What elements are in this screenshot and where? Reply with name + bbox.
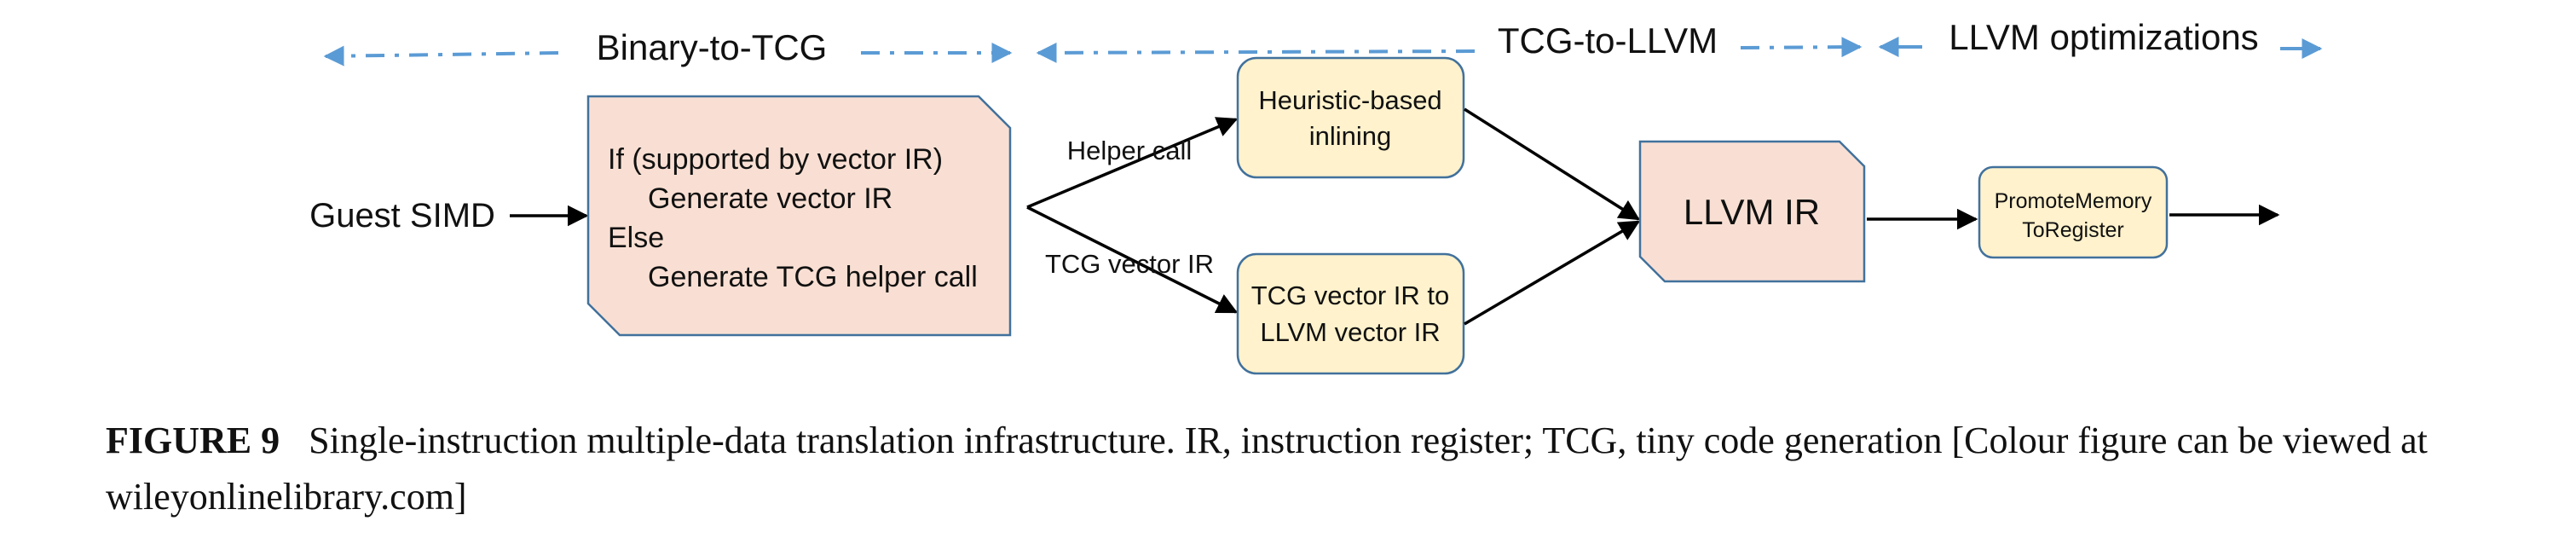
edge-label-helper-call: Helper call — [1067, 136, 1192, 165]
phase-line-right-arrow — [1740, 37, 1863, 58]
decision-line-else: Else — [608, 222, 664, 254]
phase-label-binary-to-tcg: Binary-to-TCG — [597, 27, 828, 67]
promote-line-1: PromoteMemory — [1995, 189, 2152, 213]
decision-box-shape — [586, 95, 1012, 337]
arrow-vector-conv-to-llvm-ir — [1464, 220, 1641, 326]
arrow-inlining-to-llvm-ir — [1464, 107, 1641, 221]
decision-line-if: If (supported by vector IR) — [608, 143, 943, 176]
phase-tcg-to-llvm: TCG-to-LLVM — [1036, 20, 1863, 63]
phase-binary-to-tcg: Binary-to-TCG — [323, 27, 1013, 67]
vector-conversion-box: TCG vector IR to LLVM vector IR — [1236, 252, 1465, 375]
vector-conversion-line-1: TCG vector IR to — [1251, 281, 1450, 310]
inlining-line-2: inlining — [1309, 121, 1392, 151]
inlining-box-shape — [1236, 56, 1465, 179]
caption-text: Single-instruction multiple-data transla… — [106, 420, 2428, 518]
inlining-line-1: Heuristic-based — [1258, 85, 1441, 115]
decision-box: If (supported by vector IR) Generate vec… — [586, 95, 1012, 337]
phase-line-left-arrow — [323, 45, 559, 67]
guest-simd-label: Guest SIMD — [309, 197, 495, 234]
llvm-ir-box-shape — [1638, 140, 1866, 283]
phase-label-llvm-optimizations: LLVM optimizations — [1949, 17, 2258, 57]
phase-llvm-optimizations: LLVM optimizations — [1878, 17, 2323, 59]
llvm-ir-label: LLVM IR — [1684, 192, 1820, 232]
llvm-ir-box: LLVM IR — [1638, 140, 1866, 283]
simd-translation-diagram: Binary-to-TCG TCG-to-LLVM LLVM optimizat… — [309, 17, 2323, 375]
branch-to-inlining — [1026, 117, 1239, 209]
promote-line-2: ToRegister — [2022, 218, 2124, 242]
promote-box-shape — [1978, 165, 2169, 259]
decision-line-helper: Generate TCG helper call — [648, 261, 978, 293]
decision-line-vector: Generate vector IR — [648, 182, 892, 215]
vector-conversion-line-2: LLVM vector IR — [1260, 317, 1440, 347]
branch-to-vector-conv — [1026, 205, 1239, 314]
phase-label-tcg-to-llvm: TCG-to-LLVM — [1498, 20, 1718, 61]
phase-line-left-arrow — [1036, 42, 1476, 63]
edge-label-tcg-vector-ir: TCG vector IR — [1045, 249, 1214, 279]
inlining-box: Heuristic-based inlining — [1236, 56, 1465, 179]
promote-box: PromoteMemory ToRegister — [1978, 165, 2169, 259]
vector-conversion-box-shape — [1236, 252, 1465, 375]
figure-label: FIGURE 9 — [106, 420, 280, 461]
